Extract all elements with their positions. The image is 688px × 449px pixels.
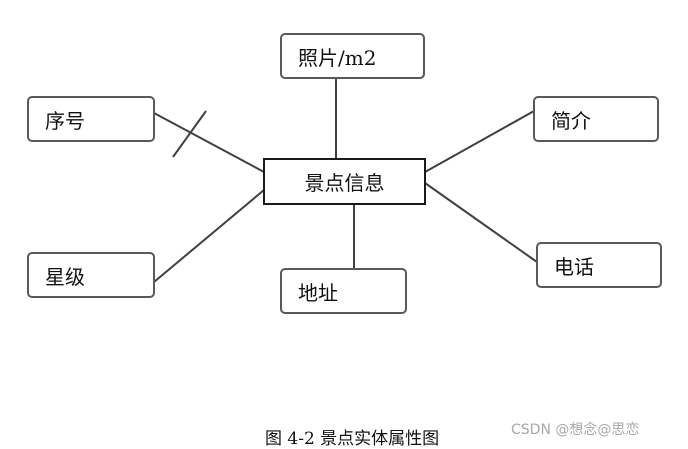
connector-intro [424, 110, 535, 173]
entity-box-scenic-spot: 景点信息 [263, 158, 426, 205]
watermark-text: CSDN @想念@思恋 [511, 422, 640, 438]
attribute-label-serial: 序号 [45, 108, 85, 133]
attribute-box-star: 星级 [27, 252, 155, 298]
attribute-box-address: 地址 [280, 268, 407, 314]
attribute-label-address: 地址 [298, 280, 338, 305]
attribute-box-intro: 简介 [533, 96, 659, 142]
connector-serial [153, 112, 265, 173]
attribute-label-star: 星级 [45, 264, 85, 289]
attribute-label-photo: 照片/m2 [298, 45, 377, 70]
entity-label: 景点信息 [304, 171, 385, 195]
attribute-label-intro: 简介 [551, 108, 591, 133]
attribute-label-phone: 电话 [554, 254, 594, 279]
attribute-box-photo: 照片/m2 [280, 33, 425, 79]
figure-caption: 图 4-2 景点实体属性图 [265, 429, 440, 449]
key-marker-slash [172, 110, 207, 158]
attribute-box-serial: 序号 [27, 96, 155, 142]
connector-phone [424, 182, 538, 263]
connector-star [153, 189, 265, 283]
attribute-box-phone: 电话 [536, 242, 662, 288]
